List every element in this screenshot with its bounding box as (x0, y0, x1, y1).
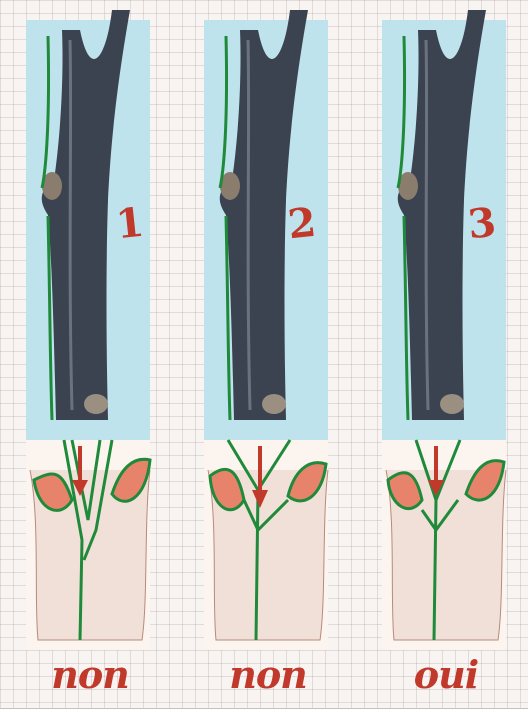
panel-2: 2 non (198, 0, 346, 700)
page-bottom-edge (0, 708, 528, 721)
panel-1: 1 non (20, 0, 168, 700)
panel-3: 3 oui (376, 0, 524, 700)
lower-bud (440, 394, 464, 414)
panel-number: 1 (114, 199, 147, 249)
verdict-label: non (198, 652, 338, 697)
verdict-label: non (20, 652, 160, 697)
branch-drawing-1 (20, 0, 168, 700)
verdict-label: oui (376, 652, 516, 697)
panel-number: 3 (466, 199, 499, 249)
panel-number: 2 (286, 199, 319, 249)
lower-bud (84, 394, 108, 414)
branch-drawing-3 (376, 0, 524, 700)
branch-drawing-2 (198, 0, 346, 700)
lower-bud (262, 394, 286, 414)
